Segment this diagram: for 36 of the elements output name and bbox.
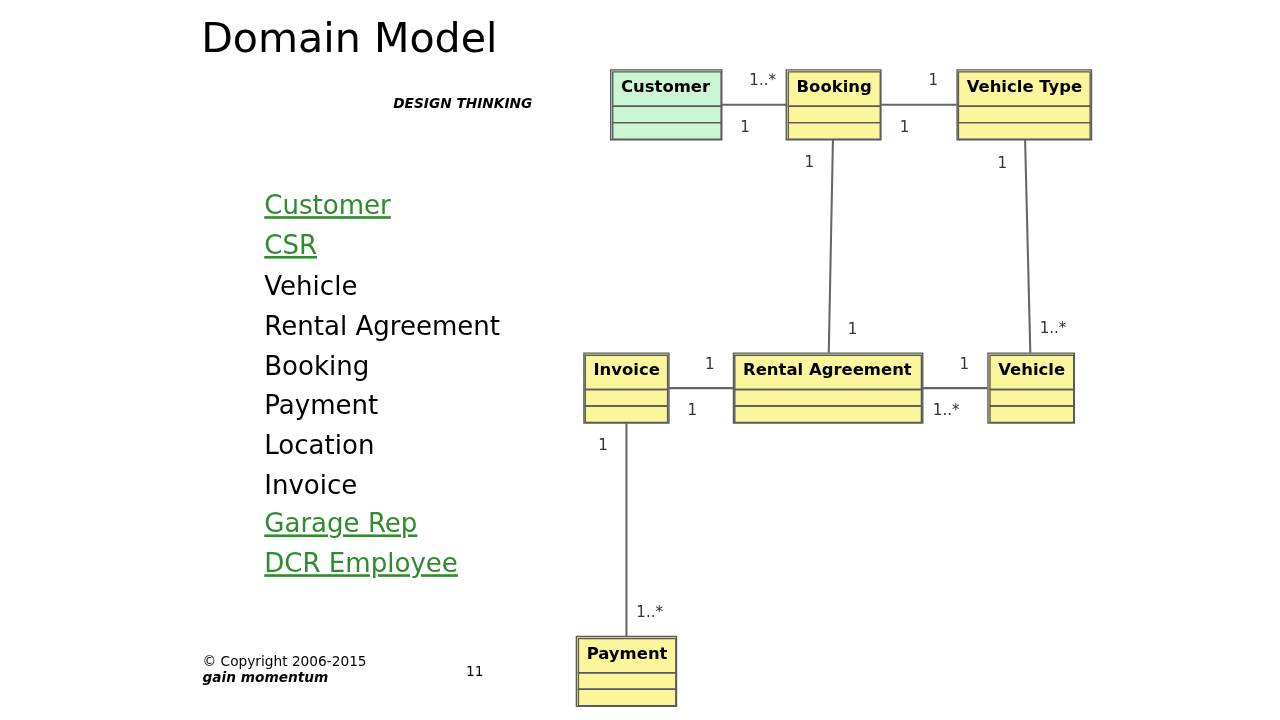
connector — [922, 387, 988, 390]
label: 1 — [959, 354, 969, 373]
label: 1 — [686, 401, 697, 420]
connector — [624, 423, 627, 637]
label: Booking — [263, 350, 369, 381]
label: 1..* — [635, 602, 663, 621]
label: Garage Rep — [263, 508, 417, 539]
label: Vehicle — [263, 271, 357, 302]
label: 11 — [465, 662, 483, 679]
label: 1..* — [748, 71, 776, 90]
label: Payment — [263, 390, 378, 421]
label: gain momentum — [202, 669, 328, 686]
label: 1 — [739, 117, 750, 136]
label: DCR Employee — [263, 548, 458, 579]
connector — [721, 103, 786, 106]
label: 1 — [597, 436, 608, 455]
label: 1 — [997, 153, 1007, 172]
connector — [880, 103, 957, 106]
connector — [1023, 140, 1031, 353]
label: Location — [263, 430, 374, 461]
label: 1 — [803, 152, 814, 171]
diagram-title: Domain Model — [200, 14, 497, 63]
connector — [668, 387, 733, 390]
label: 1..* — [1039, 318, 1066, 337]
label: 1..* — [932, 401, 960, 420]
label: CSR — [263, 229, 317, 260]
label: Rental Agreement — [263, 310, 500, 341]
label: Invoice — [263, 470, 357, 501]
label: 1 — [928, 71, 938, 90]
label: 1 — [847, 319, 857, 338]
label: 1 — [899, 117, 909, 136]
label: Customer — [263, 190, 391, 221]
label: © Copyright 2006-2015 — [202, 652, 367, 669]
label: 1 — [704, 354, 715, 373]
label: DESIGN THINKING — [392, 94, 532, 111]
connector — [827, 140, 834, 353]
